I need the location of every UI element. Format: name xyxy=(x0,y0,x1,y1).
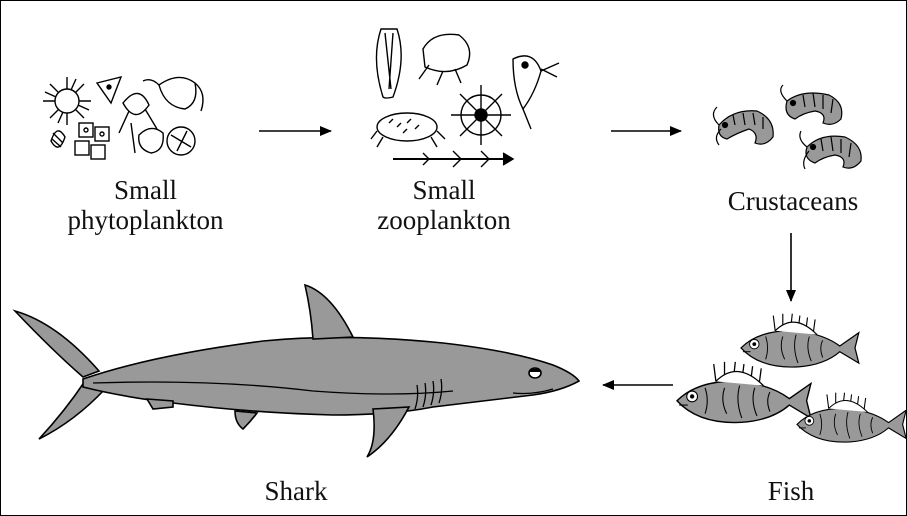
food-chain-arrows xyxy=(1,1,906,515)
food-chain-diagram: Small phytoplankton xyxy=(0,0,907,516)
